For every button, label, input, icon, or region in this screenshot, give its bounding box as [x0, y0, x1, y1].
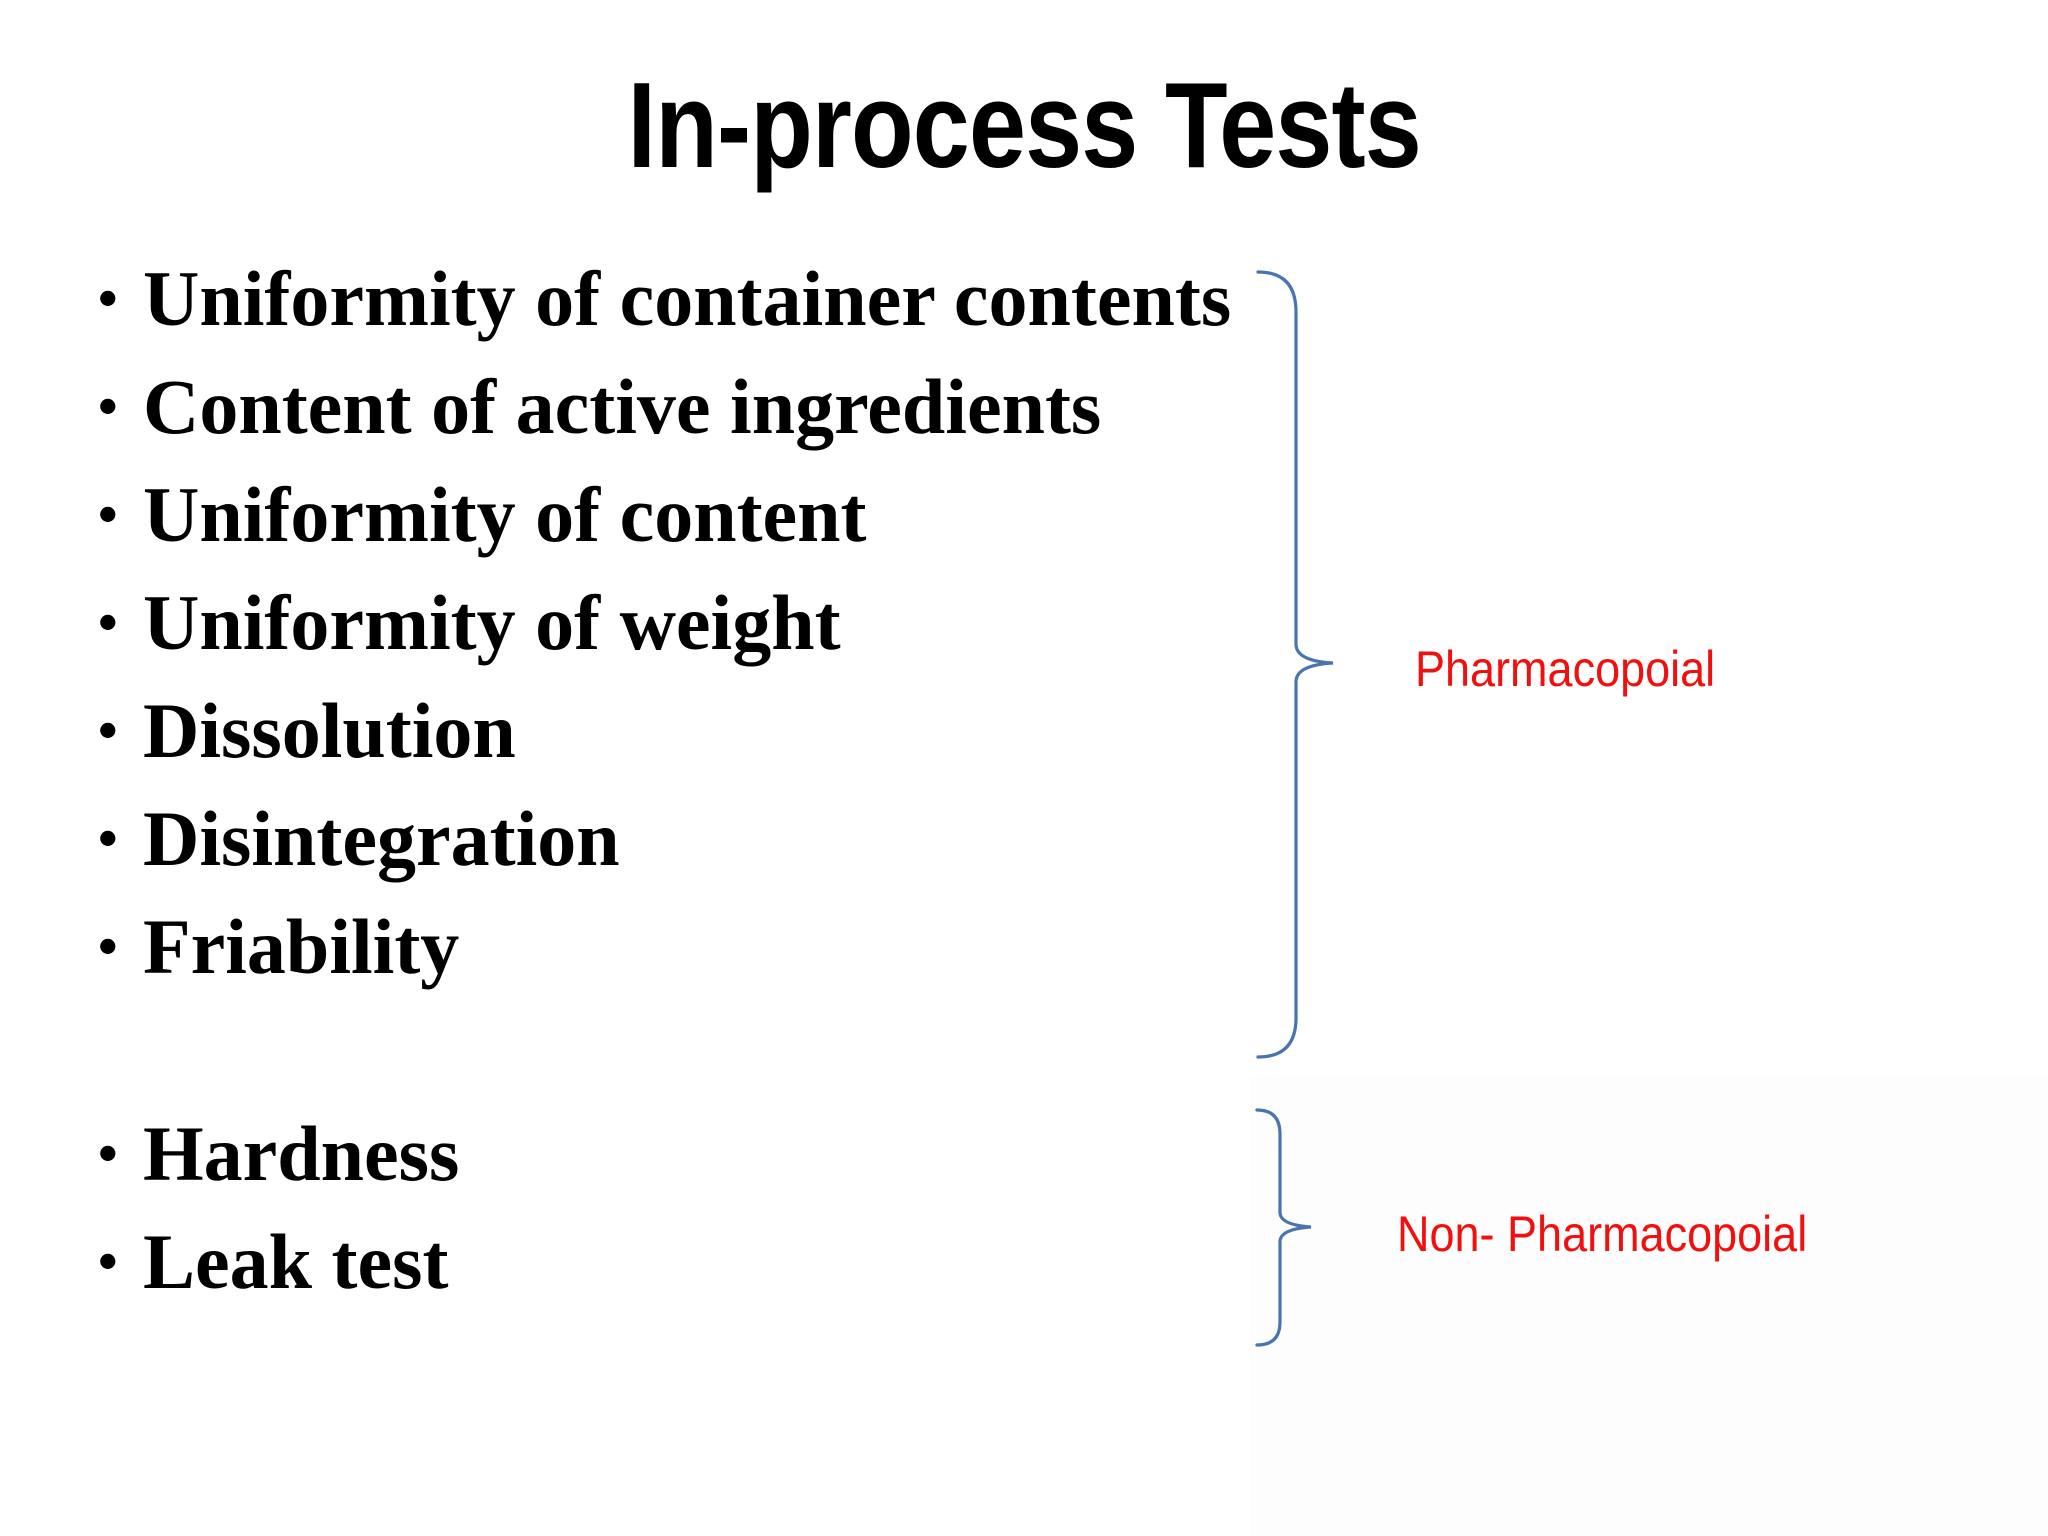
list-item: • Content of active ingredients — [96, 353, 1231, 461]
list-item-label: Dissolution — [143, 687, 516, 774]
pharmacopoeial-label: Pharmacopoial — [1415, 641, 1716, 697]
bullet-icon: • — [98, 376, 118, 438]
list-item: • Hardness — [96, 1100, 459, 1208]
list-item-label: Uniformity of weight — [143, 579, 841, 666]
list-item-label: Hardness — [143, 1110, 460, 1197]
bullet-icon: • — [98, 1231, 118, 1293]
list-item: • Friability — [96, 893, 1231, 1001]
bullet-icon: • — [98, 1123, 118, 1185]
bullet-icon: • — [98, 916, 118, 978]
list-item-label: Leak test — [143, 1218, 449, 1305]
slide-title: In-process Tests — [0, 52, 2048, 198]
list-item-label: Uniformity of content — [143, 471, 867, 558]
list-item: • Uniformity of container contents — [96, 245, 1231, 353]
bullet-icon: • — [98, 484, 118, 546]
pharmacopoeial-test-list: • Uniformity of container contents • Con… — [96, 245, 1231, 1001]
list-item: • Uniformity of content — [96, 461, 1231, 569]
list-item-label: Content of active ingredients — [143, 363, 1102, 450]
non-pharmacopoeial-label: Non- Pharmacopoial — [1397, 1206, 1808, 1262]
list-item: • Leak test — [96, 1208, 459, 1316]
background-tint — [1250, 1078, 2048, 1536]
bullet-icon: • — [98, 808, 118, 870]
slide-title-text: In-process Tests — [627, 57, 1421, 193]
list-item-label: Disintegration — [143, 795, 620, 882]
pharmacopoeial-brace — [1256, 270, 1334, 1059]
list-item-label: Uniformity of container contents — [143, 255, 1232, 342]
bullet-icon: • — [98, 268, 118, 330]
non-pharmacopoeial-test-list: • Hardness • Leak test — [96, 1100, 459, 1316]
list-item-label: Friability — [143, 903, 460, 990]
bullet-icon: • — [98, 700, 118, 762]
list-item: • Dissolution — [96, 677, 1231, 785]
list-item: • Disintegration — [96, 785, 1231, 893]
list-item: • Uniformity of weight — [96, 569, 1231, 677]
bullet-icon: • — [98, 592, 118, 654]
